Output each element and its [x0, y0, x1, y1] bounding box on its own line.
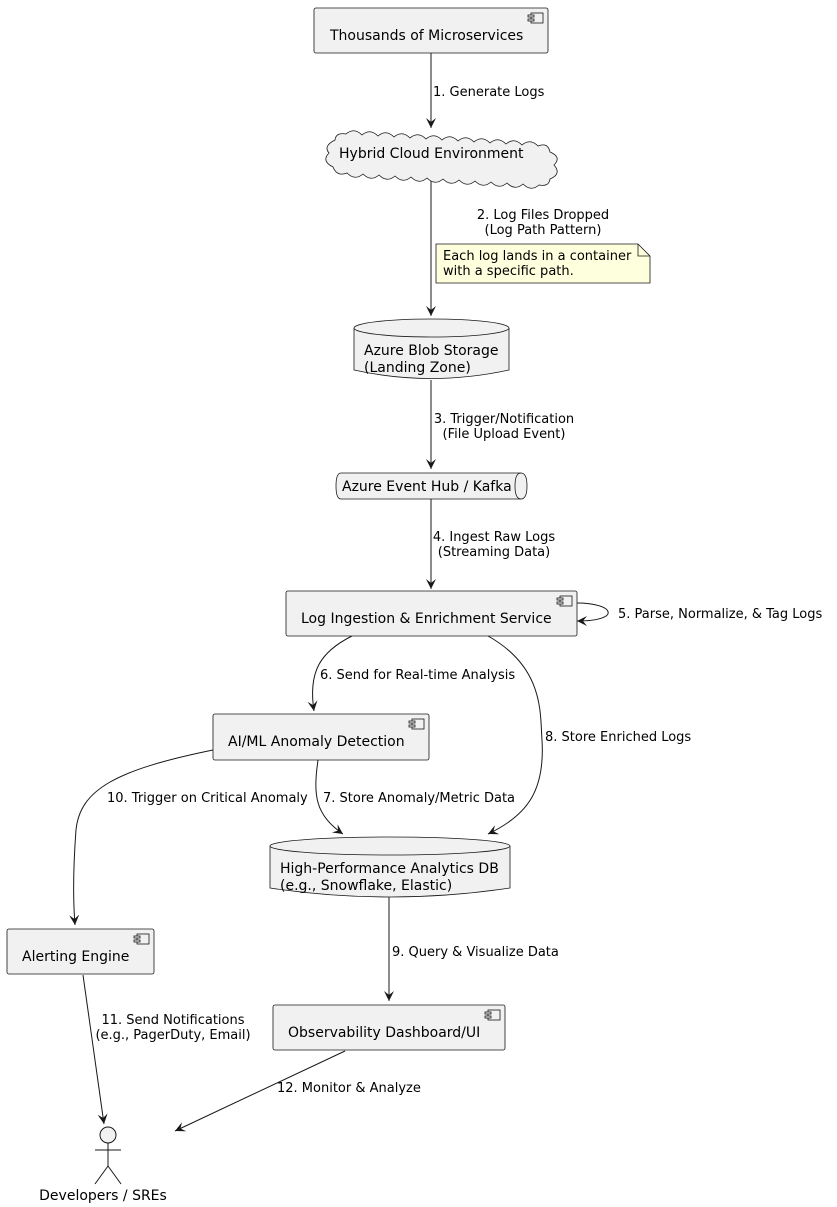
node-event-hub: Azure Event Hub / Kafka [335, 472, 528, 500]
node-label: AI/ML Anomaly Detection [228, 734, 405, 750]
edge-monitor-analyze [174, 1050, 346, 1132]
node-label: Developers / SREs [39, 1188, 167, 1204]
actor-icon [94, 1126, 122, 1185]
edges [69, 53, 609, 1132]
component-icon [133, 933, 150, 945]
edge-label-3-line2: (File Upload Event) [443, 427, 566, 442]
edge-label-4-line1: 4. Ingest Raw Logs [433, 530, 556, 545]
node-label: Alerting Engine [22, 949, 129, 965]
edge-label-6: 6. Send for Real-time Analysis [320, 668, 515, 683]
node-alerting-engine: Alerting Engine [6, 928, 155, 975]
edge-label-12: 12. Monitor & Analyze [277, 1081, 421, 1096]
edge-label-5: 5. Parse, Normalize, & Tag Logs [618, 607, 823, 622]
node-label: Log Ingestion & Enrichment Service [301, 611, 552, 627]
note-container-path: Each log lands in a container with a spe… [435, 243, 651, 284]
node-label-line1: High-Performance Analytics DB [280, 861, 499, 877]
component-icon [408, 718, 425, 730]
edge-label-10: 10. Trigger on Critical Anomaly [107, 791, 308, 806]
cloud-shape [325, 130, 558, 189]
node-label-line2: (e.g., Snowflake, Elastic) [280, 878, 452, 894]
component-icon [484, 1009, 501, 1021]
node-label: Observability Dashboard/UI [288, 1025, 480, 1041]
node-analytics-db: High-Performance Analytics DB (e.g., Sno… [269, 836, 511, 898]
node-label: Azure Event Hub / Kafka [342, 479, 512, 495]
edge-store-anomaly-data [315, 759, 344, 835]
node-hybrid-cloud: Hybrid Cloud Environment [325, 130, 558, 189]
edge-send-notifications [82, 974, 108, 1125]
node-label: Thousands of Microservices [329, 28, 523, 44]
edge-label-8: 8. Store Enriched Logs [545, 730, 691, 745]
node-observability-dashboard: Observability Dashboard/UI [272, 1004, 506, 1051]
edge-trigger-critical-anomaly [69, 749, 214, 926]
component-icon [527, 12, 544, 24]
edge-label-9: 9. Query & Visualize Data [392, 945, 559, 960]
node-label: Hybrid Cloud Environment [339, 146, 524, 162]
note-line-1: Each log lands in a container [443, 249, 632, 264]
edge-send-realtime-analysis [307, 635, 353, 712]
edge-label-2-line2: (Log Path Pattern) [485, 223, 602, 238]
component-icon [556, 595, 573, 607]
edge-label-7: 7. Store Anomaly/Metric Data [323, 791, 515, 806]
edge-label-2-line1: 2. Log Files Dropped [477, 208, 609, 223]
node-label-line2: (Landing Zone) [364, 360, 471, 376]
edge-label-11-line2: (e.g., PagerDuty, Email) [95, 1028, 250, 1043]
edge-label-4-line2: (Streaming Data) [438, 545, 550, 560]
edge-label-1: 1. Generate Logs [433, 85, 545, 100]
edge-label-11-line1: 11. Send Notifications [101, 1013, 244, 1028]
node-microservices: Thousands of Microservices [313, 7, 549, 54]
node-developers-actor: Developers / SREs [39, 1126, 167, 1204]
note-line-2: with a specific path. [443, 264, 574, 279]
edge-label-3-line1: 3. Trigger/Notification [434, 412, 574, 427]
node-azure-blob-storage: Azure Blob Storage (Landing Zone) [353, 318, 510, 379]
node-log-ingestion-service: Log Ingestion & Enrichment Service [285, 590, 578, 637]
edge-labels: 1. Generate Logs 2. Log Files Dropped (L… [95, 85, 822, 1096]
node-anomaly-detection: AI/ML Anomaly Detection [212, 713, 430, 761]
node-label-line1: Azure Blob Storage [364, 343, 498, 359]
edge-parse-normalize-self-loop [576, 602, 609, 626]
edge-store-enriched-logs [487, 635, 543, 835]
